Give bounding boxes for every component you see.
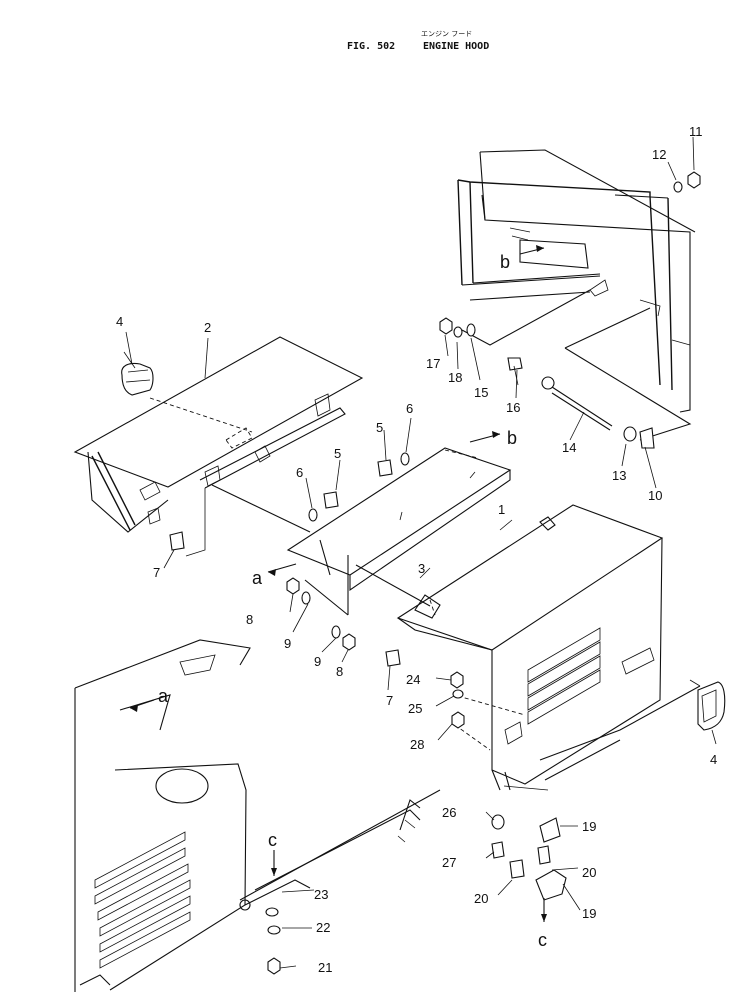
rubber-bumper-lower [689, 679, 726, 731]
part-number-17: 17 [426, 356, 440, 371]
support-plate [286, 447, 512, 616]
rear-hood-cover [457, 149, 696, 441]
part-number-19-lower: 19 [582, 906, 596, 921]
part-number-8-right: 8 [336, 664, 343, 679]
reference-mark-b-lower: b [507, 428, 517, 448]
part-number-12: 12 [652, 147, 666, 162]
reference-arrows [129, 245, 547, 922]
part-number-11: 11 [689, 124, 703, 139]
part-number-20-right: 20 [582, 865, 596, 880]
part-number-18: 18 [448, 370, 462, 385]
part-number-7-upper: 7 [153, 565, 160, 580]
part-number-1: 1 [498, 502, 505, 517]
reference-mark-c-right: c [538, 930, 547, 950]
right-hood-cover [355, 504, 701, 791]
part-number-14: 14 [562, 440, 576, 455]
part-number-13: 13 [612, 468, 626, 483]
hardware-parts [169, 171, 701, 975]
part-number-21: 21 [318, 960, 332, 975]
part-number-20-left: 20 [474, 891, 488, 906]
header-katakana: エンジン フード [421, 30, 472, 38]
reference-mark-c-left: c [268, 830, 277, 850]
part-number-10: 10 [648, 488, 662, 503]
part-number-27: 27 [442, 855, 456, 870]
reference-mark-a-upper: a [252, 568, 263, 588]
part-number-5-right: 5 [376, 420, 383, 435]
part-number-8-left: 8 [246, 612, 253, 627]
part-number-6-left: 6 [296, 465, 303, 480]
reference-mark-b-upper: b [500, 252, 510, 272]
part-number-labels: 11 12 2 4 17 18 15 16 14 13 10 6 5 5 6 1… [116, 124, 717, 975]
figure-header: エンジン フード FIG. 502 ENGINE HOOD [347, 30, 489, 52]
part-number-9-right: 9 [314, 654, 321, 669]
reference-mark-a-lower: a [158, 686, 169, 706]
part-number-2: 2 [204, 320, 211, 335]
part-number-26: 26 [442, 805, 456, 820]
part-number-24: 24 [406, 672, 420, 687]
part-number-6-right: 6 [406, 401, 413, 416]
part-number-23: 23 [314, 887, 328, 902]
rubber-bumper-upper [121, 351, 154, 396]
part-number-25: 25 [408, 701, 422, 716]
part-number-28: 28 [410, 737, 424, 752]
part-number-7-lower: 7 [386, 693, 393, 708]
part-number-19-upper: 19 [582, 819, 596, 834]
reference-letters: b b a a c c [158, 252, 547, 950]
part-number-3: 3 [418, 561, 425, 576]
part-number-9-left: 9 [284, 636, 291, 651]
part-number-5-left: 5 [334, 446, 341, 461]
part-number-22: 22 [316, 920, 330, 935]
figure-title: ENGINE HOOD [423, 41, 489, 52]
left-hood-cover [73, 336, 364, 533]
part-number-15: 15 [474, 385, 488, 400]
figure-number: FIG. 502 [347, 41, 395, 52]
part-number-16: 16 [506, 400, 520, 415]
engine-compartment-body [74, 639, 441, 992]
part-number-4-lower: 4 [710, 752, 717, 767]
part-number-4-upper: 4 [116, 314, 123, 329]
leader-lines [125, 136, 717, 969]
